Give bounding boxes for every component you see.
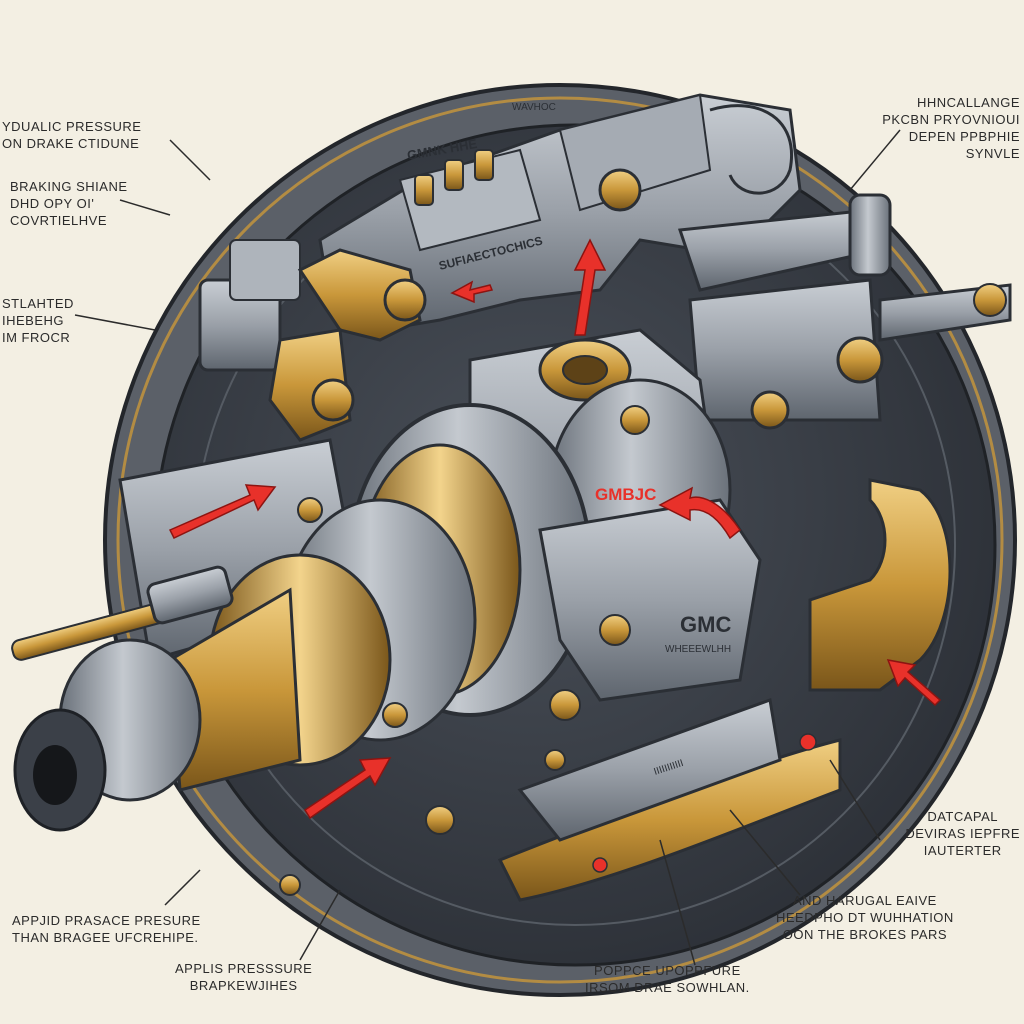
callout-line: IM FROCR: [2, 330, 71, 345]
callout-line: BRAKING SHIANE: [10, 179, 128, 194]
brake-pad-bottom: [497, 697, 842, 902]
callout-line: ON DRAKE CTIDUNE: [2, 136, 140, 151]
red-arrow-icon: [886, 659, 942, 707]
brass-linkage: [268, 149, 642, 442]
callout-line: DHD OPY OI': [10, 196, 95, 211]
callout-hydraulic-pressure: YDUALIC PRESSURE ON DRAKE CTIDUNE: [2, 118, 141, 152]
red-arrow-icon: [658, 486, 742, 540]
callout-top-right: HHNCALLANGE PKCBN PRYOVNIOUI DEPEN PPBPH…: [882, 94, 1020, 162]
callout-poppce: POPPCE UPOPPFURE IRSOM DRAE SOWHLAN.: [585, 962, 750, 996]
wheel-cylinder: [677, 193, 1012, 430]
callout-line: BRAPKEWJIHES: [189, 978, 298, 993]
bolts: [279, 497, 566, 896]
callout-line: DATCAPAL: [927, 809, 999, 824]
side-logo-label: GMC: [680, 612, 731, 637]
center-logo-label: GMBJC: [595, 485, 656, 504]
callout-line: IAUTERTER: [923, 843, 1002, 858]
callout-line: STLAHTED: [2, 296, 74, 311]
top-stamp-label: WAVHOC: [512, 102, 556, 113]
callout-line: SYNVLE: [965, 146, 1020, 161]
callout-line: APPLIS PRESSSURE: [175, 961, 313, 976]
callout-applis-pressure: APPLIS PRESSSURE BRAPKEWJIHES: [175, 960, 312, 994]
callout-line: IHEBEHG: [2, 313, 65, 328]
callout-line: AND HARUGAL EAIVE: [792, 893, 937, 908]
leader-lines: [74, 129, 901, 966]
callout-line: IRSOM DRAE SOWHLAN.: [585, 980, 750, 995]
hub-assembly: [13, 403, 592, 832]
side-sub-label: WHEEEWLHH: [665, 644, 731, 655]
callout-line: COVRTIELHVE: [10, 213, 108, 228]
red-arrow-icon: [168, 484, 277, 539]
callout-applied-pressure: APPJID PRASACE PRESURE THAN BRAGEE UFCRE…: [12, 912, 201, 946]
callout-line: THAN BRAGEE UFCREHIPE.: [12, 930, 199, 945]
callout-line: HHNCALLANGE: [916, 95, 1020, 110]
push-rod: [11, 565, 234, 661]
callout-line: OON THE BROKES PARS: [782, 927, 948, 942]
callout-line: PKCBN PRYOVNIOUI: [882, 112, 1020, 127]
red-arrow-icon: [450, 280, 494, 304]
red-arrow-icon: [573, 238, 607, 336]
callout-stlahted: STLAHTED IHEBEHG IM FROCR: [2, 295, 74, 346]
callout-datcapal: DATCAPAL DEVIRAS IEPFRE IAUTERTER: [905, 808, 1020, 859]
side-caliper: [538, 498, 762, 721]
red-arrow-icon: [303, 757, 392, 820]
callout-hydraulic-valve: AND HARUGAL EAIVE HEEDPHO DT WUHHATION O…: [776, 892, 954, 943]
callout-line: YDUALIC PRESSURE: [2, 119, 142, 134]
brake-shoe-right: [808, 478, 952, 692]
callout-line: DEVIRAS IEPFRE: [905, 826, 1020, 841]
callout-line: POPPCE UPOPPFURE: [594, 963, 741, 978]
callout-braking-shiane: BRAKING SHIANE DHD OPY OI' COVRTIELHVE: [10, 178, 128, 229]
callout-line: HEEDPHO DT WUHHATION: [776, 910, 954, 925]
callout-line: APPJID PRASACE PRESURE: [12, 913, 201, 928]
callout-line: DEPEN PPBPHIE: [908, 129, 1020, 144]
